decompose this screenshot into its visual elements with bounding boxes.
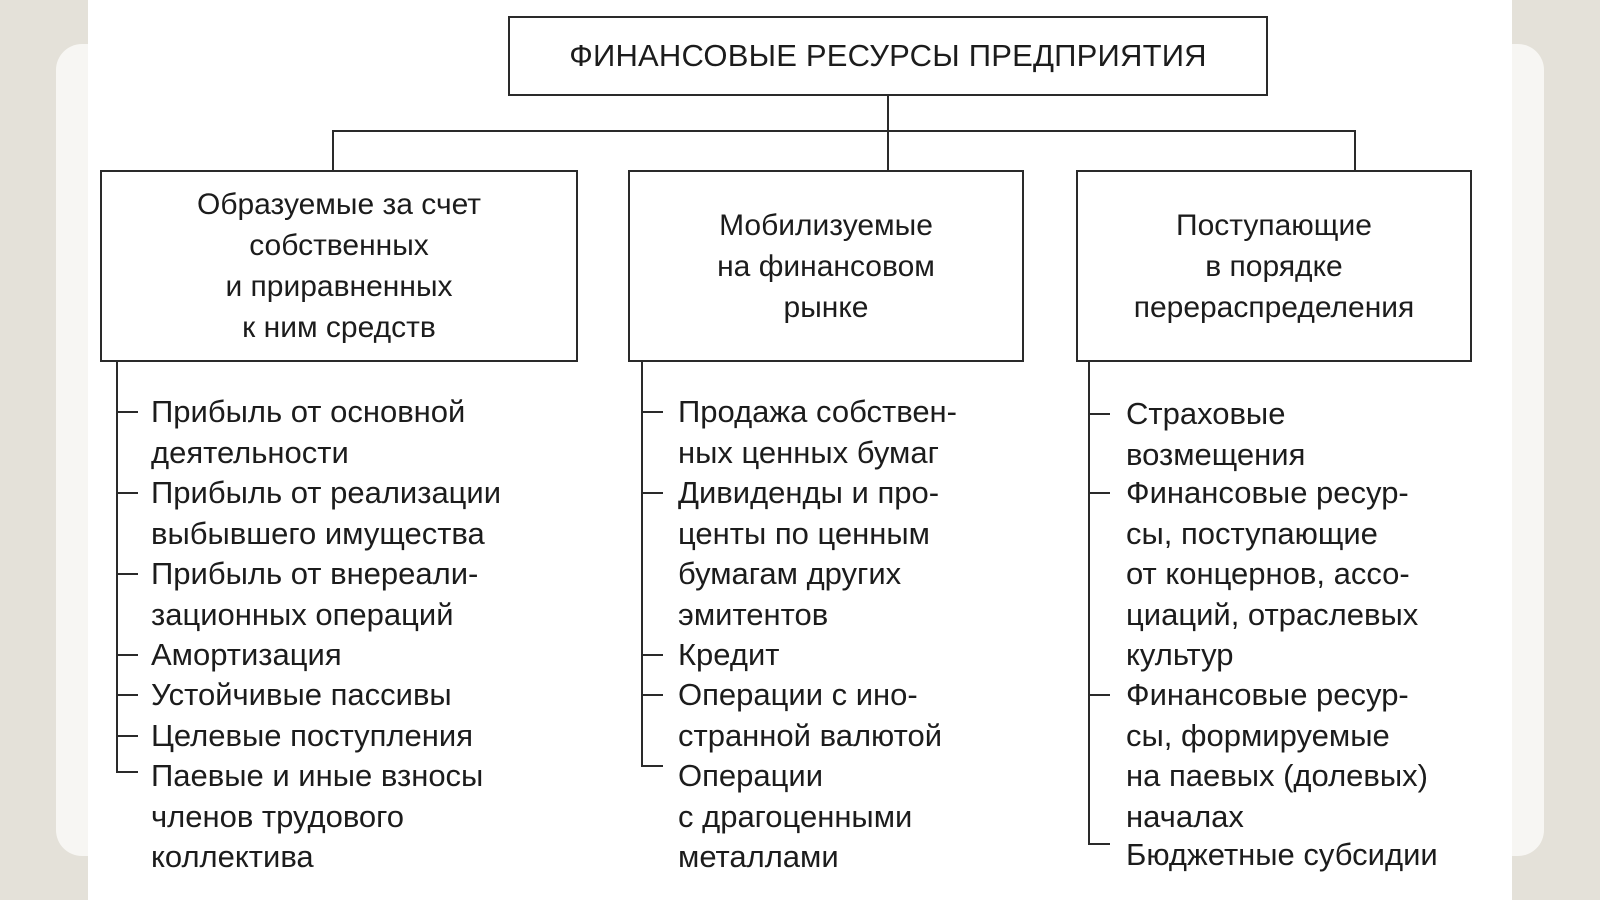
connector-to-category-3	[1354, 130, 1356, 170]
item-financial-market-5: Операции с драгоценными металлами	[678, 758, 913, 874]
connector-to-category-1	[332, 130, 334, 170]
item-own-funds-3: Прибыль от внереали- зационных операций	[151, 556, 479, 632]
spine-own-funds	[116, 362, 118, 772]
tick-own-funds-3	[116, 573, 138, 575]
item-own-funds-1: Прибыль от основной деятельности	[151, 394, 466, 470]
spine-financial-market	[641, 362, 643, 766]
item-own-funds-5: Устойчивые пассивы	[151, 677, 452, 712]
diagram-sheet: ФИНАНСОВЫЕ РЕСУРСЫ ПРЕДПРИЯТИЯ Образуемы…	[88, 0, 1512, 900]
tick-own-funds-4	[116, 654, 138, 656]
item-financial-market-2: Дивиденды и про- центы по ценным бумагам…	[678, 475, 940, 632]
tick-own-funds-2	[116, 492, 138, 494]
connector-root-down	[887, 96, 889, 132]
tick-redistribution-3	[1088, 694, 1110, 696]
tick-financial-market-5	[641, 765, 663, 767]
root-title-text: ФИНАНСОВЫЕ РЕСУРСЫ ПРЕДПРИЯТИЯ	[569, 38, 1207, 73]
item-redistribution-2: Финансовые ресур- сы, поступающие от кон…	[1126, 475, 1419, 672]
tick-own-funds-6	[116, 735, 138, 737]
spine-redistribution	[1088, 362, 1090, 844]
connector-to-category-2	[887, 130, 889, 170]
tick-financial-market-2	[641, 492, 663, 494]
item-own-funds-6: Целевые поступления	[151, 718, 473, 753]
item-redistribution-3: Финансовые ресур- сы, формируемые на пае…	[1126, 677, 1428, 834]
category-box-financial-market: Мобилизуемые на финансовом рынке	[628, 170, 1024, 362]
item-financial-market-3: Кредит	[678, 637, 780, 672]
item-own-funds-7: Паевые и иные взносы членов трудового ко…	[151, 758, 484, 874]
item-financial-market-1: Продажа собствен- ных ценных бумаг	[678, 394, 957, 470]
connector-horizontal-bar	[332, 130, 1356, 132]
tick-own-funds-5	[116, 694, 138, 696]
category-label-financial-market: Мобилизуемые на финансовом рынке	[717, 208, 935, 324]
tick-redistribution-2	[1088, 492, 1110, 494]
category-label-own-funds: Образуемые за счет собственных и приравн…	[196, 188, 482, 344]
root-node-title: ФИНАНСОВЫЕ РЕСУРСЫ ПРЕДПРИЯТИЯ	[508, 16, 1268, 96]
tick-redistribution-1	[1088, 413, 1110, 415]
item-own-funds-4: Амортизация	[151, 637, 342, 672]
item-financial-market-4: Операции с ино- странной валютой	[678, 677, 943, 753]
tick-financial-market-1	[641, 411, 663, 413]
category-box-own-funds: Образуемые за счет собственных и приравн…	[100, 170, 578, 362]
tick-financial-market-4	[641, 694, 663, 696]
tick-redistribution-4	[1088, 843, 1110, 845]
tick-own-funds-1	[116, 411, 138, 413]
tick-financial-market-3	[641, 654, 663, 656]
category-label-redistribution: Поступающие в порядке перераспределения	[1133, 208, 1415, 324]
item-redistribution-4: Бюджетные субсидии	[1126, 837, 1438, 872]
item-redistribution-1: Страховые возмещения	[1126, 396, 1306, 472]
category-box-redistribution: Поступающие в порядке перераспределения	[1076, 170, 1472, 362]
item-own-funds-2: Прибыль от реализации выбывшего имуществ…	[151, 475, 502, 551]
tick-own-funds-7	[116, 771, 138, 773]
